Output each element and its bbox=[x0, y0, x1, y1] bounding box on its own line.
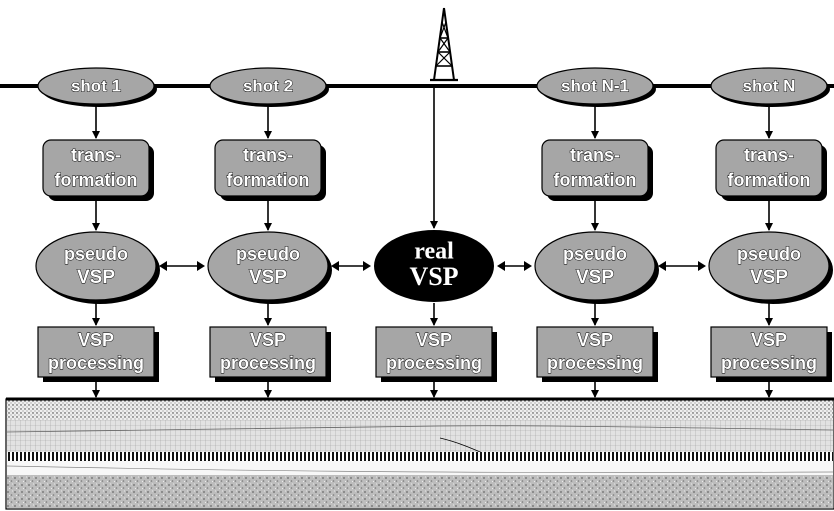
layer-speckled bbox=[7, 475, 833, 508]
flow-arrows bbox=[92, 88, 773, 398]
shot-node: shot 1 bbox=[37, 67, 157, 107]
vsp-label-line1: pseudo bbox=[236, 244, 300, 264]
vsp-label-line1: pseudo bbox=[737, 244, 801, 264]
shot-node: shot N-1 bbox=[536, 67, 656, 107]
vsp-processing-box: VSP processing bbox=[375, 326, 497, 382]
processing-label-line2: processing bbox=[547, 353, 643, 373]
processing-label-line1: VSP bbox=[751, 330, 787, 350]
vsp-processing-box: VSP processing bbox=[536, 326, 658, 382]
vsp-label-line2: VSP bbox=[409, 262, 458, 291]
double-arrow-icon bbox=[497, 261, 532, 271]
workflow-column-col-1: shot 1trans-formationpseudoVSPVSPprocess… bbox=[35, 67, 160, 382]
shot-label: shot N-1 bbox=[561, 76, 629, 95]
transformation-box: trans-formation bbox=[42, 139, 154, 201]
vsp-label-line1: pseudo bbox=[64, 244, 128, 264]
workflow-column-col-n-1: shot N-1trans-formationpseudoVSPVSPproce… bbox=[534, 67, 659, 382]
processing-label-line1: VSP bbox=[250, 330, 286, 350]
layer-light bbox=[7, 461, 833, 475]
vsp-label-line2: VSP bbox=[750, 267, 788, 288]
workflow-column-col-2: shot 2trans-formationpseudoVSPVSPprocess… bbox=[207, 67, 332, 382]
processing-label-line2: processing bbox=[220, 353, 316, 373]
transformation-box: trans-formation bbox=[214, 139, 326, 201]
vsp-label-line2: VSP bbox=[576, 267, 614, 288]
processing-label-line2: processing bbox=[386, 353, 482, 373]
transformation-label-line2: formation bbox=[227, 170, 310, 190]
shot-node: shot 2 bbox=[209, 67, 329, 107]
shot-label: shot 1 bbox=[71, 76, 121, 95]
transformation-label-line2: formation bbox=[728, 170, 811, 190]
layer-striped bbox=[7, 452, 833, 461]
workflow-column-col-n: shot Ntrans-formationpseudoVSPVSPprocess… bbox=[708, 67, 833, 382]
vsp-label-line1: real bbox=[414, 239, 454, 265]
double-arrow-icon bbox=[159, 261, 205, 271]
processing-label-line1: VSP bbox=[577, 330, 613, 350]
processing-label-line1: VSP bbox=[78, 330, 114, 350]
shot-label: shot 2 bbox=[243, 76, 293, 95]
transformation-box: trans-formation bbox=[541, 139, 653, 201]
double-arrow-icon bbox=[331, 261, 371, 271]
processing-label-line2: processing bbox=[721, 353, 817, 373]
shot-label: shot N bbox=[743, 76, 796, 95]
double-arrow-icon bbox=[658, 261, 706, 271]
transformation-label-line1: trans- bbox=[243, 145, 293, 165]
layer-stippled bbox=[7, 400, 833, 420]
vsp-label-line2: VSP bbox=[249, 267, 287, 288]
shot-node: shot N bbox=[710, 67, 830, 107]
transformation-label-line2: formation bbox=[554, 170, 637, 190]
workflow-shapes: shot 1trans-formationpseudoVSPVSPprocess… bbox=[35, 67, 833, 382]
earth-model bbox=[5, 397, 834, 510]
double-arrows bbox=[159, 261, 706, 271]
processing-label-line1: VSP bbox=[416, 330, 452, 350]
vsp-processing-box: VSP processing bbox=[209, 326, 331, 382]
vsp-label-line1: pseudo bbox=[563, 244, 627, 264]
transformation-label-line2: formation bbox=[55, 170, 138, 190]
transformation-label-line1: trans- bbox=[570, 145, 620, 165]
layer-light-curve bbox=[6, 465, 834, 473]
transformation-label-line1: trans- bbox=[71, 145, 121, 165]
transformation-label-line1: trans- bbox=[744, 145, 794, 165]
oil-derrick-icon bbox=[430, 7, 458, 82]
vsp-processing-box: VSP processing bbox=[37, 326, 159, 382]
transformation-box: trans-formation bbox=[715, 139, 827, 201]
vsp-label-line2: VSP bbox=[77, 267, 115, 288]
layer-fine-grid bbox=[7, 420, 833, 452]
vsp-processing-box: VSP processing bbox=[710, 326, 832, 382]
processing-label-line2: processing bbox=[48, 353, 144, 373]
layer-interface-line bbox=[6, 425, 834, 433]
